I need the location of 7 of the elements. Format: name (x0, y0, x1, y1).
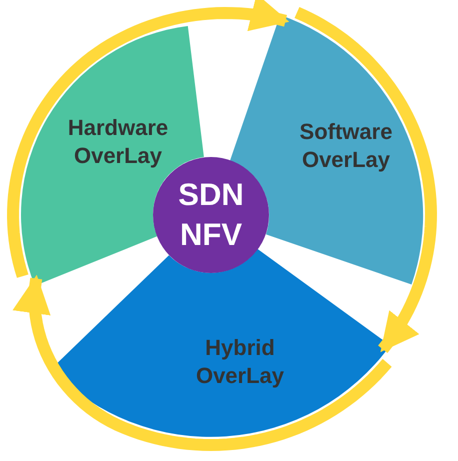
segment-label: Hybrid OverLay (194, 334, 286, 390)
curved-arrow (294, 7, 437, 353)
center-label: SDN NFV (177, 176, 245, 254)
curved-arrow (7, 0, 290, 278)
segment-label: Hardware OverLay (66, 114, 170, 170)
segment-label: Software OverLay (298, 118, 394, 174)
curved-arrow (12, 274, 392, 451)
